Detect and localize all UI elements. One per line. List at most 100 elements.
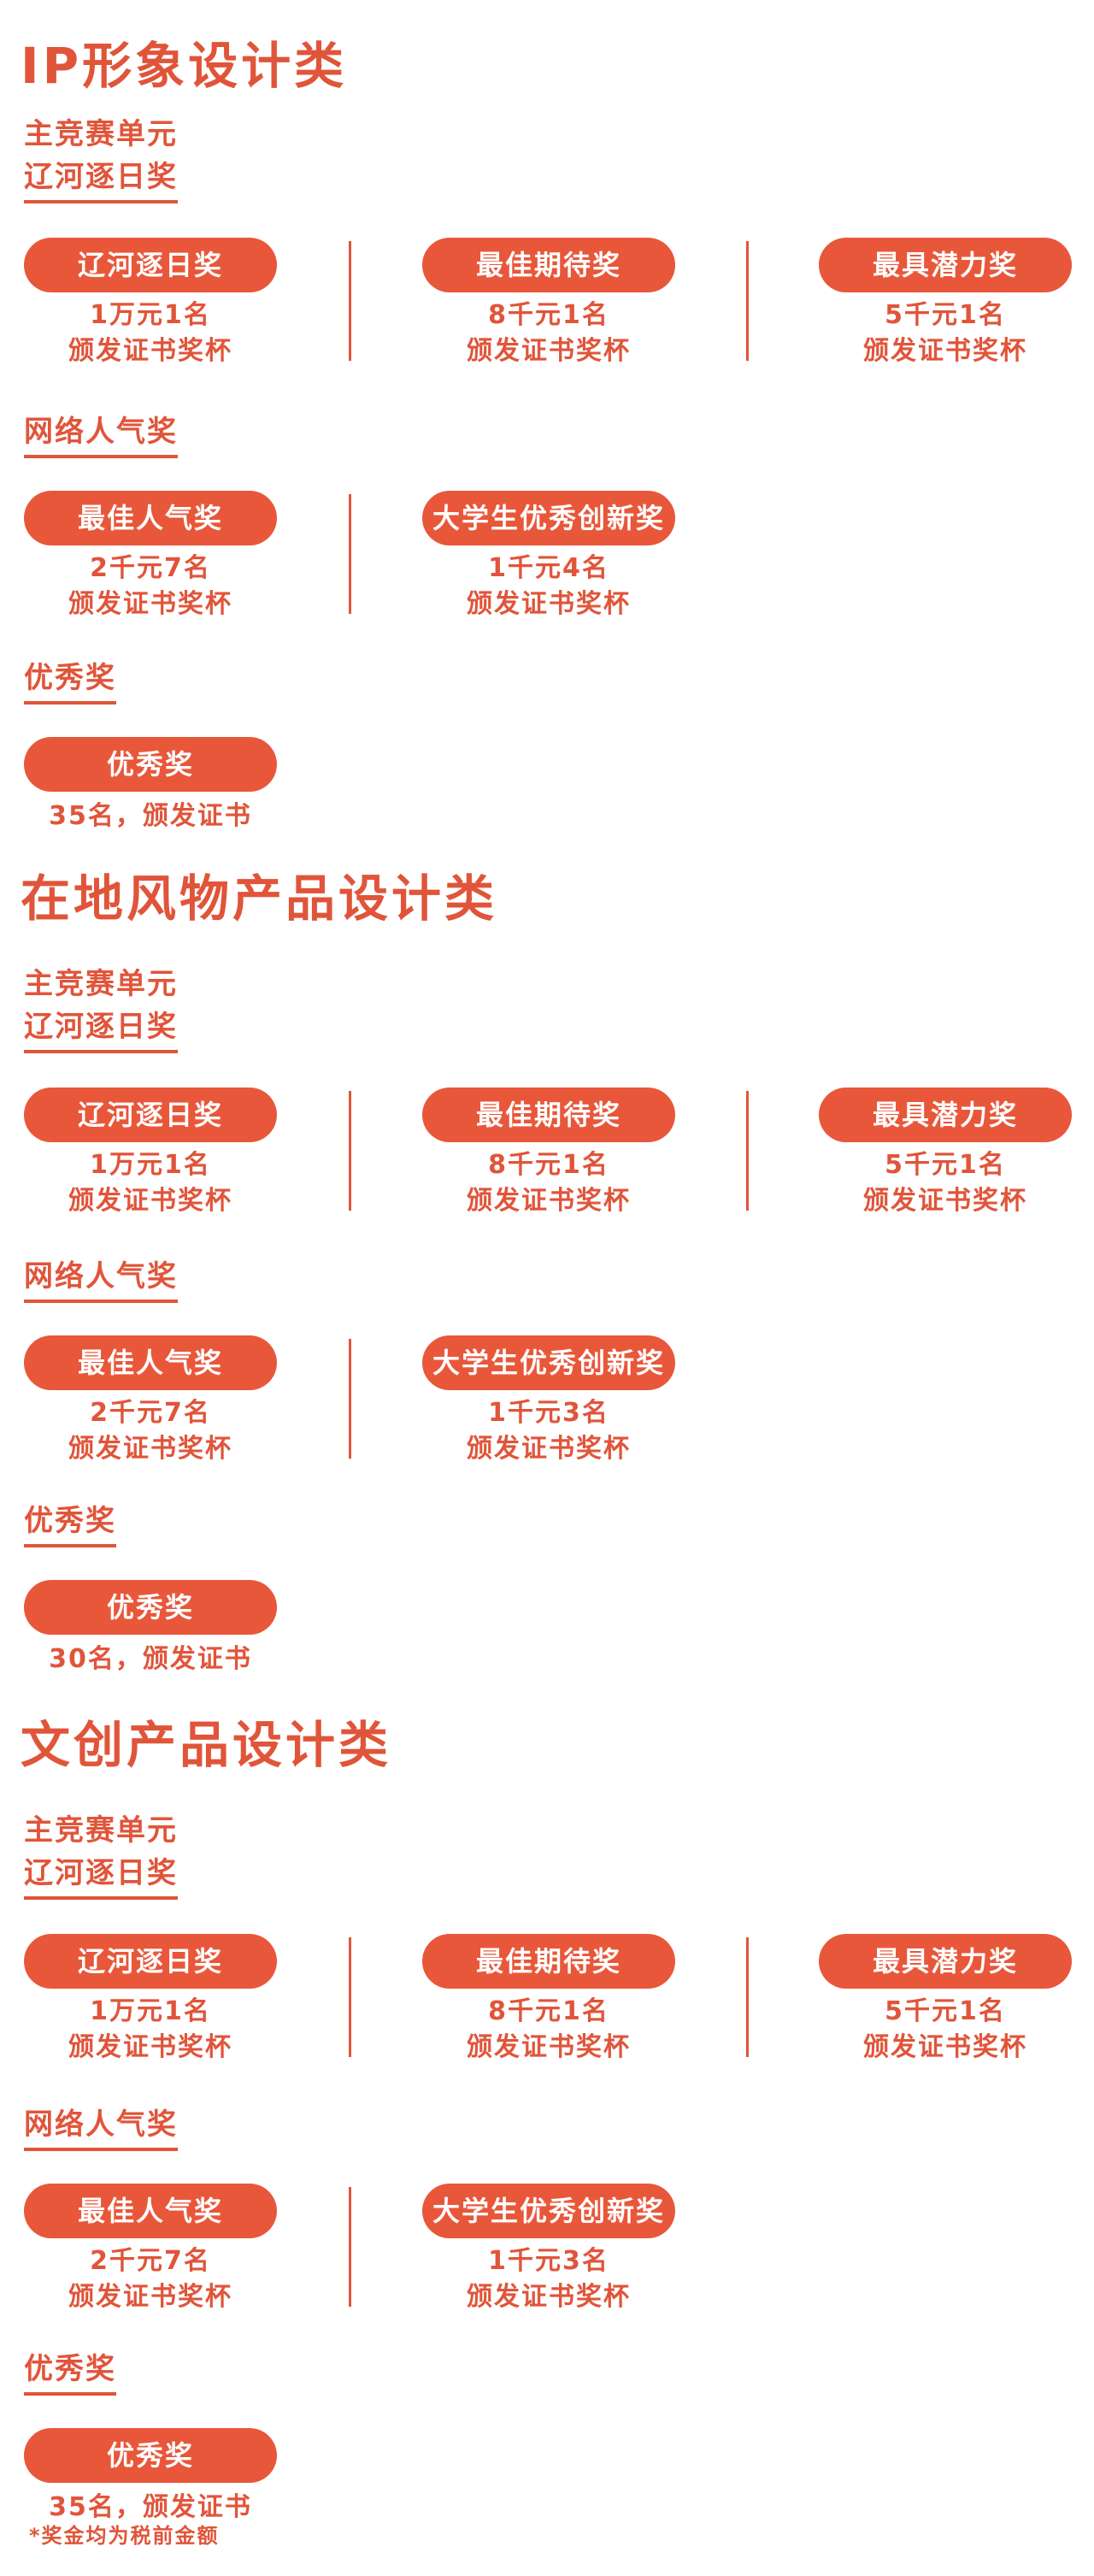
main-award-group-label: 辽河逐日奖 <box>24 1012 178 1053</box>
column-divider <box>746 1091 749 1211</box>
column-divider <box>349 2187 351 2307</box>
award-certificate: 颁发证书奖杯 <box>467 1434 631 1464</box>
award-certificate: 颁发证书奖杯 <box>863 2032 1027 2062</box>
award-card: 辽河逐日奖 1万元1名 颁发证书奖杯 <box>24 1088 277 1219</box>
excellent-award-group-label: 优秀奖 <box>24 2355 116 2396</box>
award-prize: 30名，颁发证书 <box>49 1644 252 1674</box>
excellent-award-group-label: 优秀奖 <box>24 663 116 704</box>
award-prize: 1万元1名 <box>90 300 211 330</box>
online-award-group-label: 网络人气奖 <box>24 2110 178 2151</box>
award-name-pill: 最佳期待奖 <box>422 238 675 292</box>
award-prize: 1万元1名 <box>90 1150 211 1180</box>
award-certificate: 颁发证书奖杯 <box>68 1186 232 1216</box>
award-card: 最佳期待奖 8千元1名 颁发证书奖杯 <box>422 1934 675 2066</box>
award-certificate: 颁发证书奖杯 <box>467 589 631 619</box>
award-name-pill: 大学生优秀创新奖 <box>422 1335 675 1390</box>
main-unit-label: 主竞赛单元 <box>24 967 178 1001</box>
award-name-pill: 最佳期待奖 <box>422 1088 675 1142</box>
main-unit-label: 主竞赛单元 <box>24 117 178 151</box>
award-name-pill: 辽河逐日奖 <box>24 1934 277 1989</box>
column-divider <box>349 1091 351 1211</box>
award-name-pill: 最具潜力奖 <box>819 238 1072 292</box>
award-card: 最佳期待奖 8千元1名 颁发证书奖杯 <box>422 1088 675 1219</box>
award-certificate: 颁发证书奖杯 <box>467 1186 631 1216</box>
award-name-pill: 辽河逐日奖 <box>24 238 277 292</box>
award-name-pill: 最佳期待奖 <box>422 1934 675 1989</box>
column-divider <box>349 494 351 614</box>
column-divider <box>746 241 749 361</box>
award-card: 辽河逐日奖 1万元1名 颁发证书奖杯 <box>24 1934 277 2066</box>
award-card: 最佳期待奖 8千元1名 颁发证书奖杯 <box>422 238 675 369</box>
online-award-group-label: 网络人气奖 <box>24 1262 178 1303</box>
award-name-pill: 优秀奖 <box>24 737 277 792</box>
award-name-pill: 优秀奖 <box>24 1580 277 1635</box>
award-certificate: 颁发证书奖杯 <box>68 2032 232 2062</box>
award-certificate: 颁发证书奖杯 <box>68 589 232 619</box>
online-awards-row: 最佳人气奖 2千元7名 颁发证书奖杯 大学生优秀创新奖 1千元4名 颁发证书奖杯 <box>0 491 1094 619</box>
award-certificate: 颁发证书奖杯 <box>68 2282 232 2312</box>
award-prize: 1千元4名 <box>488 553 609 583</box>
award-certificate: 颁发证书奖杯 <box>467 2282 631 2312</box>
award-card: 大学生优秀创新奖 1千元3名 颁发证书奖杯 <box>422 2184 675 2315</box>
award-name-pill: 大学生优秀创新奖 <box>422 2184 675 2238</box>
section-title: 文创产品设计类 <box>21 1716 392 1774</box>
main-award-group-label: 辽河逐日奖 <box>24 162 178 203</box>
award-name-pill: 辽河逐日奖 <box>24 1088 277 1142</box>
award-certificate: 颁发证书奖杯 <box>467 2032 631 2062</box>
award-certificate: 颁发证书奖杯 <box>467 336 631 366</box>
award-prize: 1千元3名 <box>488 1398 609 1428</box>
column-divider <box>349 241 351 361</box>
award-card: 最具潜力奖 5千元1名 颁发证书奖杯 <box>819 1934 1072 2066</box>
column-divider <box>349 1339 351 1459</box>
main-awards-row: 辽河逐日奖 1万元1名 颁发证书奖杯 最佳期待奖 8千元1名 颁发证书奖杯 最具… <box>0 238 1094 366</box>
award-prize: 1万元1名 <box>90 1996 211 2026</box>
award-certificate: 颁发证书奖杯 <box>68 336 232 366</box>
main-awards-row: 辽河逐日奖 1万元1名 颁发证书奖杯 最佳期待奖 8千元1名 颁发证书奖杯 最具… <box>0 1934 1094 2062</box>
award-prize: 8千元1名 <box>488 300 609 330</box>
award-name-pill: 大学生优秀创新奖 <box>422 491 675 545</box>
award-prize: 5千元1名 <box>885 1996 1006 2026</box>
section-title: 在地风物产品设计类 <box>21 869 498 928</box>
award-name-pill: 最具潜力奖 <box>819 1934 1072 1989</box>
award-name-pill: 最具潜力奖 <box>819 1088 1072 1142</box>
award-card: 最具潜力奖 5千元1名 颁发证书奖杯 <box>819 1088 1072 1219</box>
excellent-award-card: 优秀奖 30名，颁发证书 <box>24 1580 277 1677</box>
award-prize: 1千元3名 <box>488 2246 609 2276</box>
award-prize: 5千元1名 <box>885 1150 1006 1180</box>
award-prize: 35名，颁发证书 <box>49 801 252 831</box>
main-award-group-label: 辽河逐日奖 <box>24 1859 178 1900</box>
award-certificate: 颁发证书奖杯 <box>863 336 1027 366</box>
pre-tax-footnote: *奖金均为税前金额 <box>29 2524 220 2548</box>
online-award-group-label: 网络人气奖 <box>24 417 178 458</box>
column-divider <box>349 1937 351 2057</box>
excellent-award-group-label: 优秀奖 <box>24 1506 116 1547</box>
main-unit-label: 主竞赛单元 <box>24 1813 178 1848</box>
section-title: IP形象设计类 <box>21 37 348 95</box>
award-name-pill: 最佳人气奖 <box>24 2184 277 2238</box>
excellent-award-card: 优秀奖 35名，颁发证书 <box>24 737 277 834</box>
main-awards-row: 辽河逐日奖 1万元1名 颁发证书奖杯 最佳期待奖 8千元1名 颁发证书奖杯 最具… <box>0 1088 1094 1216</box>
award-name-pill: 最佳人气奖 <box>24 491 277 545</box>
award-prize: 35名，颁发证书 <box>49 2492 252 2522</box>
online-awards-row: 最佳人气奖 2千元7名 颁发证书奖杯 大学生优秀创新奖 1千元3名 颁发证书奖杯 <box>0 1335 1094 1464</box>
award-prize: 2千元7名 <box>90 2246 211 2276</box>
excellent-award-card: 优秀奖 35名，颁发证书 <box>24 2428 277 2526</box>
award-prize: 2千元7名 <box>90 1398 211 1428</box>
award-name-pill: 最佳人气奖 <box>24 1335 277 1390</box>
column-divider <box>746 1937 749 2057</box>
award-prize: 8千元1名 <box>488 1150 609 1180</box>
award-card: 大学生优秀创新奖 1千元4名 颁发证书奖杯 <box>422 491 675 622</box>
award-card: 最具潜力奖 5千元1名 颁发证书奖杯 <box>819 238 1072 369</box>
award-prize: 5千元1名 <box>885 300 1006 330</box>
online-awards-row: 最佳人气奖 2千元7名 颁发证书奖杯 大学生优秀创新奖 1千元3名 颁发证书奖杯 <box>0 2184 1094 2312</box>
award-prize: 2千元7名 <box>90 553 211 583</box>
award-card: 最佳人气奖 2千元7名 颁发证书奖杯 <box>24 1335 277 1467</box>
award-card: 最佳人气奖 2千元7名 颁发证书奖杯 <box>24 2184 277 2315</box>
award-card: 大学生优秀创新奖 1千元3名 颁发证书奖杯 <box>422 1335 675 1467</box>
award-certificate: 颁发证书奖杯 <box>863 1186 1027 1216</box>
award-certificate: 颁发证书奖杯 <box>68 1434 232 1464</box>
award-card: 辽河逐日奖 1万元1名 颁发证书奖杯 <box>24 238 277 369</box>
award-prize: 8千元1名 <box>488 1996 609 2026</box>
award-name-pill: 优秀奖 <box>24 2428 277 2483</box>
